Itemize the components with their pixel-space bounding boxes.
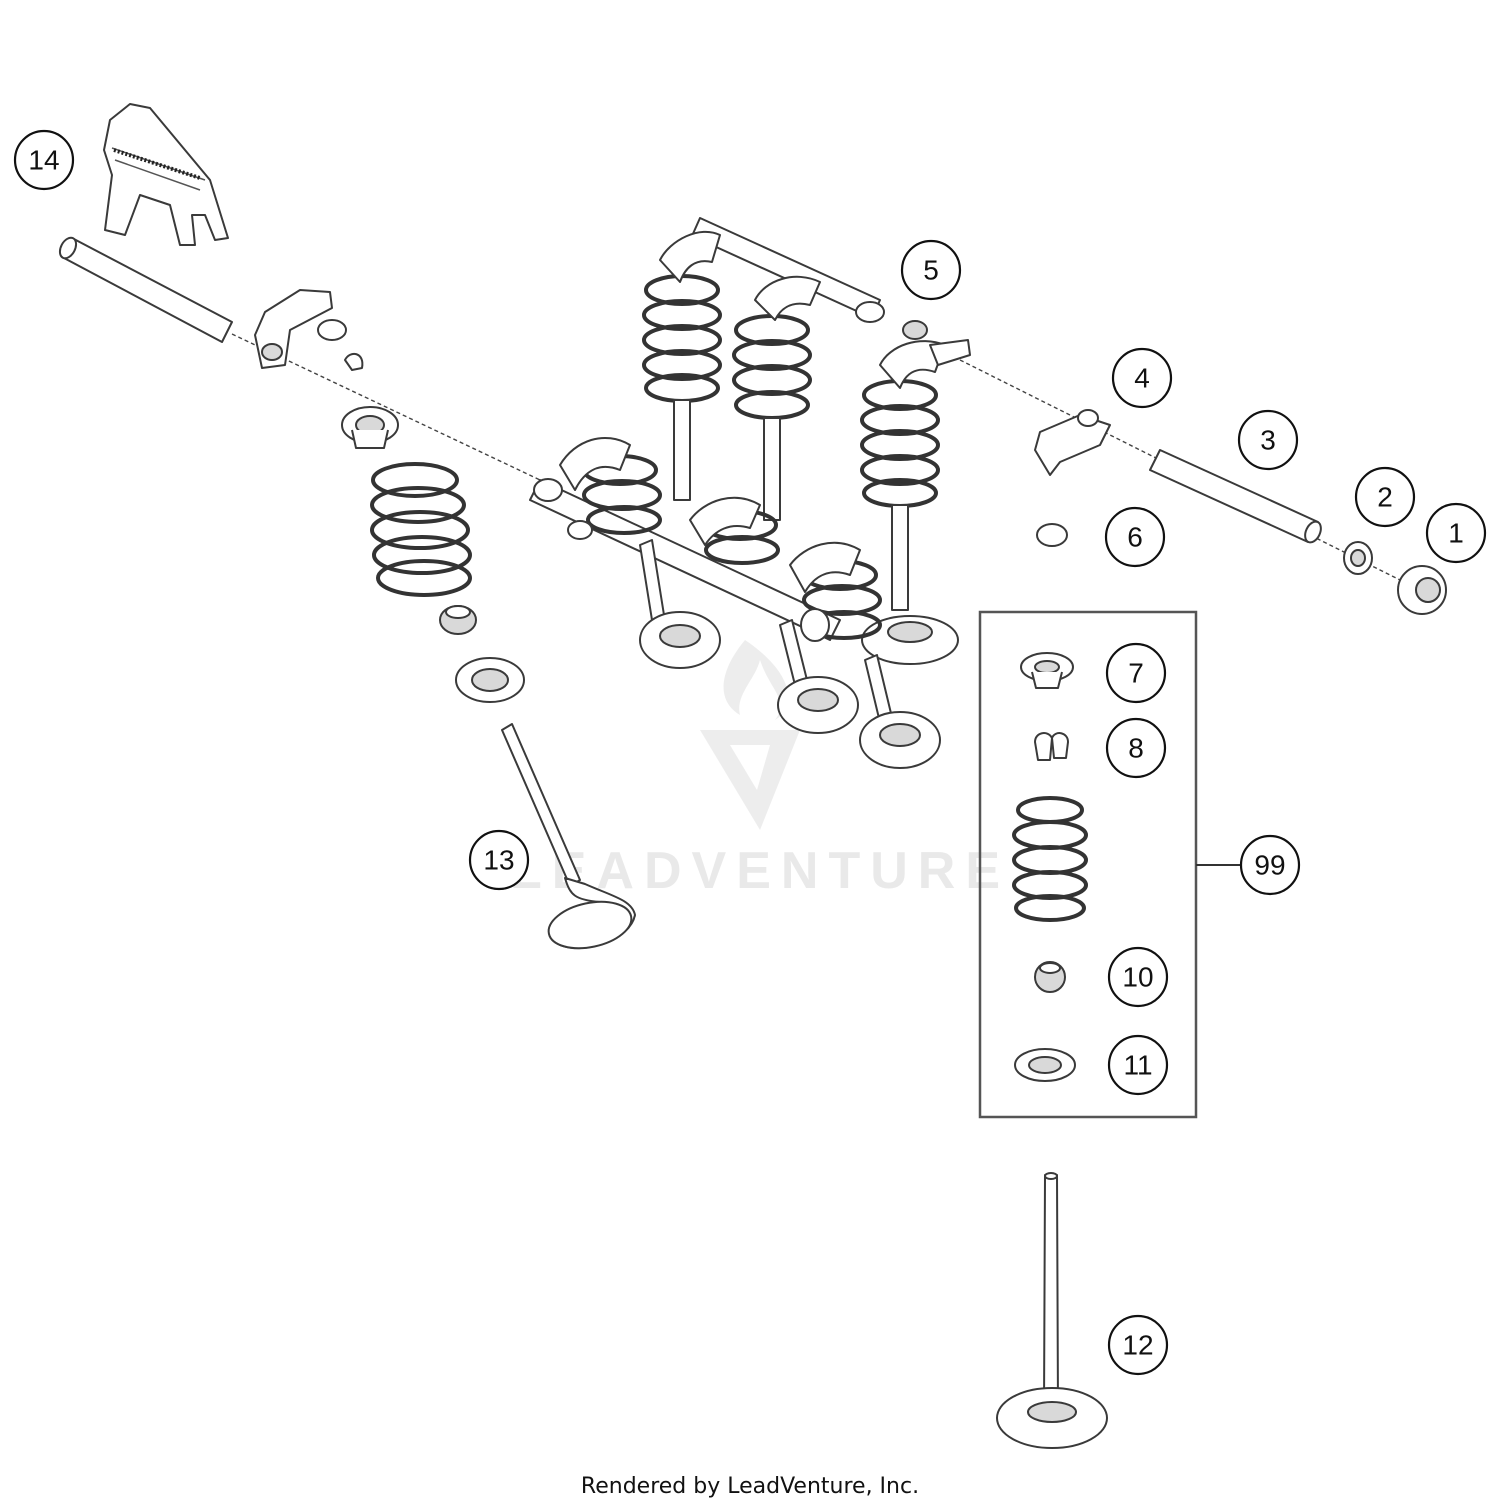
- left-spring-retainer[interactable]: [341, 406, 399, 449]
- callout-7-label: 7: [1128, 658, 1144, 689]
- callout-1-label: 1: [1448, 518, 1464, 549]
- callout-13[interactable]: 13: [468, 829, 530, 891]
- part-11-spring-seat[interactable]: [1014, 1048, 1076, 1082]
- callout-99-label: 99: [1254, 850, 1285, 881]
- callout-6[interactable]: 6: [1104, 506, 1166, 568]
- part-10-valve-stem-seal[interactable]: [1034, 961, 1066, 993]
- assembly-axis-right: [959, 359, 1421, 591]
- part-1-plug[interactable]: [1397, 565, 1447, 615]
- part-12-exhaust-valve[interactable]: [996, 1172, 1108, 1449]
- part-5-cap[interactable]: [902, 320, 928, 340]
- callout-6-label: 6: [1127, 522, 1143, 553]
- left-rocker-arm[interactable]: [254, 289, 333, 369]
- callout-12-label: 12: [1122, 1330, 1153, 1361]
- callout-2-label: 2: [1377, 482, 1393, 513]
- part-6-shim[interactable]: [1036, 523, 1068, 547]
- footer-credit: Rendered by LeadVenture, Inc.: [580, 1474, 920, 1499]
- callout-3-label: 3: [1260, 425, 1276, 456]
- part-8-valve-cotters[interactable]: [1034, 732, 1069, 761]
- callout-14[interactable]: 14: [13, 129, 75, 191]
- watermark-v-logo: [700, 730, 800, 830]
- watermark: LEADVENTURE: [510, 640, 1000, 900]
- callout-8-label: 8: [1128, 733, 1144, 764]
- part-2-washer[interactable]: [1343, 541, 1373, 575]
- callout-2[interactable]: 2: [1354, 466, 1416, 528]
- kit-99-box: [978, 610, 1198, 1119]
- part-7-spring-retainer[interactable]: [1020, 652, 1074, 689]
- callout-5[interactable]: 5: [900, 239, 962, 301]
- watermark-flame-logo: [723, 640, 789, 720]
- kit-valve-spring[interactable]: [1012, 796, 1088, 922]
- part-3-rocker-shaft[interactable]: [1149, 449, 1324, 545]
- part-14-bracket[interactable]: [103, 103, 229, 246]
- left-spring-seat[interactable]: [455, 657, 525, 703]
- callout-99[interactable]: 99: [1239, 834, 1301, 896]
- left-valve-stem-seal[interactable]: [439, 605, 477, 635]
- part-4-rocker-arm[interactable]: [1034, 409, 1111, 476]
- callout-8[interactable]: 8: [1105, 717, 1167, 779]
- callout-11-label: 11: [1123, 1050, 1152, 1081]
- callout-1[interactable]: 1: [1425, 502, 1487, 564]
- callout-11[interactable]: 11: [1107, 1034, 1169, 1096]
- callout-4[interactable]: 4: [1111, 347, 1173, 409]
- callout-4-label: 4: [1134, 363, 1150, 394]
- part-13-intake-valve[interactable]: [501, 723, 636, 955]
- callout-5-label: 5: [923, 255, 939, 286]
- callout-12[interactable]: 12: [1107, 1314, 1169, 1376]
- callout-13-label: 13: [483, 845, 514, 876]
- callout-3[interactable]: 3: [1237, 409, 1299, 471]
- callout-10-label: 10: [1122, 962, 1153, 993]
- callout-7[interactable]: 7: [1105, 642, 1167, 704]
- center-valve-assembly[interactable]: [529, 217, 971, 769]
- small-clip[interactable]: [344, 352, 364, 371]
- small-pad[interactable]: [317, 319, 347, 341]
- left-rocker-shaft[interactable]: [57, 235, 233, 343]
- left-valve-spring[interactable]: [370, 462, 472, 597]
- callout-10[interactable]: 10: [1107, 946, 1169, 1008]
- callout-14-label: 14: [28, 145, 59, 176]
